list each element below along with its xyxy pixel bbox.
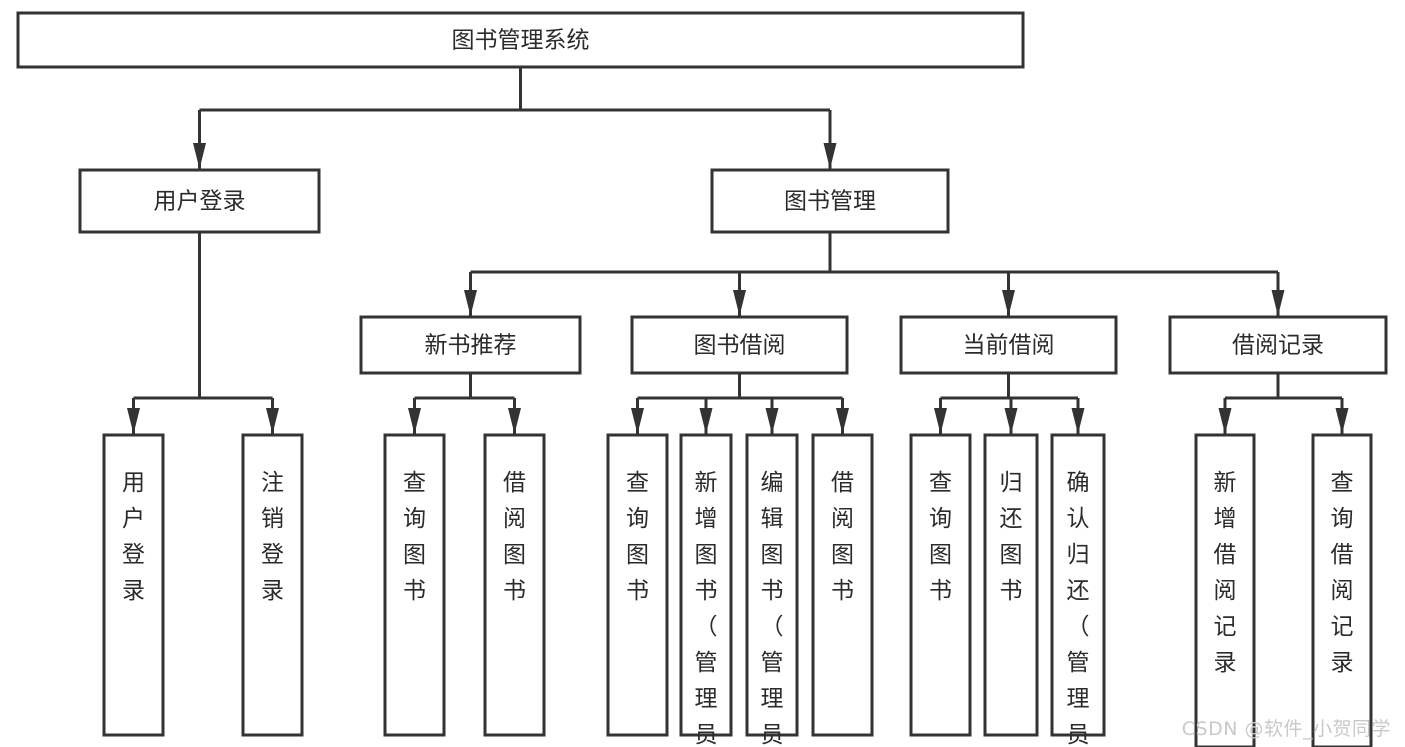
node-label: 注销登录 xyxy=(261,470,284,604)
node-box[interactable] xyxy=(102,433,165,737)
node-label: 查询图书 xyxy=(626,470,649,604)
arrow-head-icon xyxy=(1335,408,1349,434)
node-label: 新书推荐 xyxy=(425,333,517,359)
node-box[interactable] xyxy=(899,315,1118,375)
node-box[interactable] xyxy=(909,433,972,737)
arrow-head-icon xyxy=(733,290,746,316)
node-box[interactable] xyxy=(983,433,1039,737)
node-box[interactable] xyxy=(1168,315,1388,375)
node-box[interactable] xyxy=(359,315,582,375)
arrow-head-icon xyxy=(1218,408,1232,434)
node-label: 归还图书 xyxy=(1000,470,1023,604)
node-box[interactable] xyxy=(606,433,669,737)
node-user-login[interactable]: 用户登录 xyxy=(78,168,321,234)
node-new-book-recommend[interactable]: 新书推荐 xyxy=(359,315,582,375)
node-leaf-user-login[interactable]: 用户登录 xyxy=(102,433,165,737)
arrow-head-icon xyxy=(193,143,206,169)
node-leaf-query-book-cur[interactable]: 查询图书 xyxy=(909,433,972,737)
arrow-head-icon xyxy=(1004,408,1018,434)
arrow-head-icon xyxy=(266,408,279,434)
node-leaf-user-logout[interactable]: 注销登录 xyxy=(241,433,304,737)
node-current-borrow[interactable]: 当前借阅 xyxy=(899,315,1118,375)
node-borrow-record[interactable]: 借阅记录 xyxy=(1168,315,1388,375)
arrow-head-icon xyxy=(765,408,779,434)
nodes-layer: 图书管理系统用户登录图书管理新书推荐图书借阅当前借阅借阅记录用户登录注销登录查询… xyxy=(16,11,1388,747)
node-box[interactable] xyxy=(745,433,799,737)
node-leaf-query-book-borrow[interactable]: 查询图书 xyxy=(606,433,669,737)
node-book-manage[interactable]: 图书管理 xyxy=(710,168,950,234)
node-box[interactable] xyxy=(383,433,446,737)
node-label: 图书管理系统 xyxy=(452,28,590,54)
node-label: 新增借阅记录 xyxy=(1214,470,1237,676)
node-book-borrow[interactable]: 图书借阅 xyxy=(630,315,849,375)
node-box[interactable] xyxy=(1311,433,1373,747)
node-box[interactable] xyxy=(1050,433,1106,737)
node-leaf-edit-book-admin[interactable]: 编辑图书（管理员） xyxy=(745,433,799,747)
node-label: 查询图书 xyxy=(929,470,952,604)
node-leaf-borrow-book[interactable]: 借阅图书 xyxy=(811,433,874,737)
node-label: 图书管理 xyxy=(784,189,876,215)
arrow-head-icon xyxy=(508,408,521,434)
node-box[interactable] xyxy=(483,433,546,737)
node-label: 查询图书 xyxy=(403,470,426,604)
edges-layer xyxy=(127,67,1349,434)
node-box[interactable] xyxy=(241,433,304,737)
arrow-head-icon xyxy=(1071,408,1085,434)
node-box[interactable] xyxy=(630,315,849,375)
arrow-head-icon xyxy=(1002,290,1015,316)
node-label: 借阅记录 xyxy=(1232,333,1324,359)
arrow-head-icon xyxy=(699,408,713,434)
node-leaf-return-book[interactable]: 归还图书 xyxy=(983,433,1039,737)
node-leaf-confirm-return-admin[interactable]: 确认归还（管理员） xyxy=(1050,433,1106,747)
node-root-图书管理系统[interactable]: 图书管理系统 xyxy=(16,11,1025,69)
arrow-head-icon xyxy=(127,408,140,434)
node-label: 编辑图书（管理员） xyxy=(761,470,784,747)
node-box[interactable] xyxy=(679,433,733,737)
arrow-head-icon xyxy=(1271,290,1285,316)
node-label: 新增图书（管理员） xyxy=(695,470,718,747)
node-label: 用户登录 xyxy=(154,189,246,215)
node-label: 图书借阅 xyxy=(694,333,786,359)
node-leaf-query-book-rec[interactable]: 查询图书 xyxy=(383,433,446,737)
node-box[interactable] xyxy=(78,168,321,234)
arrow-head-icon xyxy=(823,143,837,169)
arrow-head-icon xyxy=(934,408,947,434)
arrow-head-icon xyxy=(408,408,421,434)
node-box[interactable] xyxy=(710,168,950,234)
arrow-head-icon xyxy=(836,408,849,434)
arrow-head-icon xyxy=(631,408,644,434)
node-label: 用户登录 xyxy=(122,470,145,604)
node-box[interactable] xyxy=(1194,433,1256,747)
arrow-head-icon xyxy=(464,290,477,316)
node-label: 查询借阅记录 xyxy=(1331,470,1354,676)
node-leaf-borrow-book-rec[interactable]: 借阅图书 xyxy=(483,433,546,737)
node-label: 确认归还（管理员） xyxy=(1067,470,1090,747)
node-box[interactable] xyxy=(811,433,874,737)
node-label: 借阅图书 xyxy=(503,470,526,604)
node-label: 当前借阅 xyxy=(963,333,1055,359)
node-box[interactable] xyxy=(16,11,1025,69)
node-leaf-add-book-admin[interactable]: 新增图书（管理员） xyxy=(679,433,733,747)
node-leaf-query-borrow-record[interactable]: 查询借阅记录 xyxy=(1311,433,1373,747)
node-label: 借阅图书 xyxy=(831,470,854,604)
node-leaf-add-borrow-record[interactable]: 新增借阅记录 xyxy=(1194,433,1256,747)
